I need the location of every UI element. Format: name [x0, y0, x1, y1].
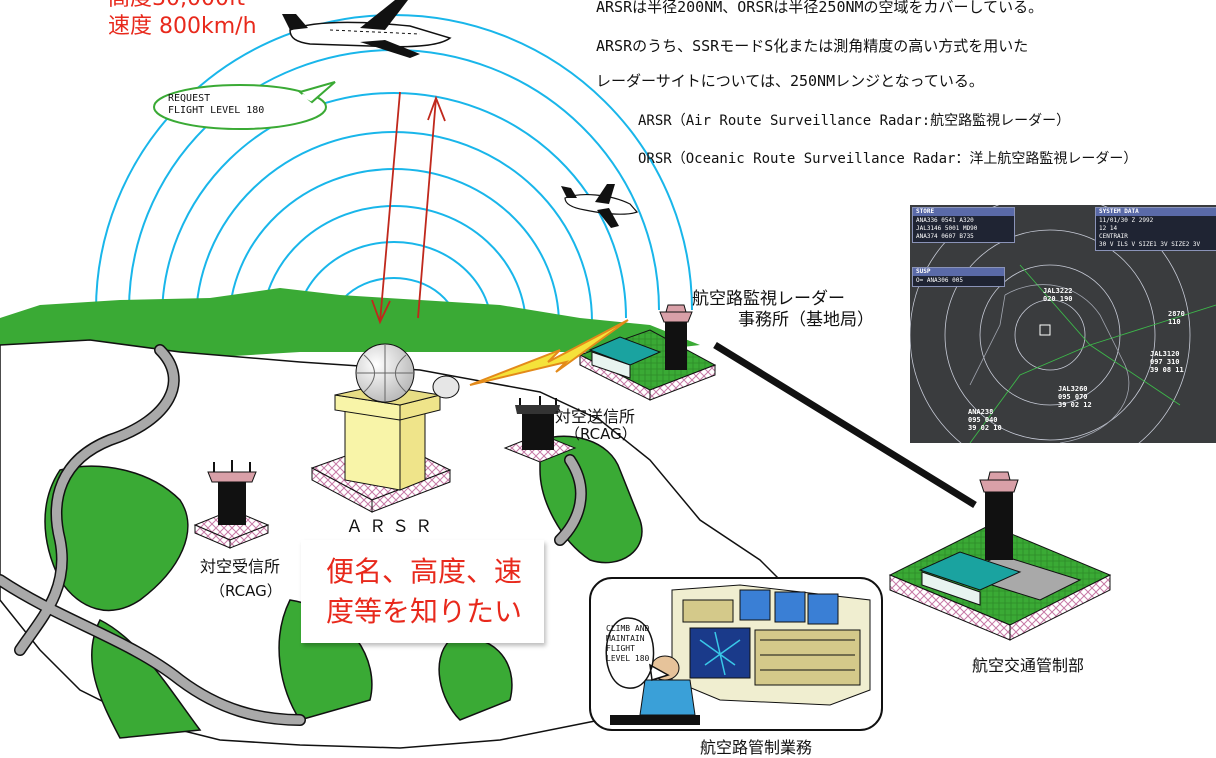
- orsr-definition: ORSR（Oceanic Route Surveillance Radar：洋上…: [638, 151, 1138, 167]
- data-link-line: [713, 342, 977, 508]
- airliner-icon: [282, 0, 452, 58]
- susp-row: O= ANA306 005: [916, 277, 963, 284]
- susp-panel-title: SUSP: [913, 268, 1004, 276]
- radar-signal-arrows: [371, 91, 446, 325]
- receiver-label: 対空受信所: [200, 557, 281, 576]
- radar-office-label-line-1: 航空路監視レーダー: [692, 289, 845, 309]
- system-controls: 30 V ILS V SIZE1 3V SIZE2 3V: [1099, 241, 1201, 248]
- small-aircraft-icon: [561, 184, 639, 228]
- store-row: JAL3146 5001 MD90: [916, 225, 978, 232]
- track-label: JAL3222 020 190: [1043, 287, 1073, 303]
- controller-workstation-panel: [589, 577, 883, 731]
- request-speech-bubble: [153, 81, 336, 130]
- aircraft-speed-label: 速度 800km/h: [108, 14, 257, 39]
- track-label: 2870 110: [1168, 310, 1185, 326]
- arsr-radar-building: [310, 343, 460, 513]
- store-row: ANA336 0541 A320: [916, 217, 974, 224]
- store-panel-title: STORE: [913, 208, 1014, 216]
- track-label: ANA238 095 040 39 02 10: [968, 408, 1002, 432]
- system-row: 12 14: [1099, 225, 1118, 232]
- description-block: ARSRは半径200NM、ORSRは半径250NMの空域をカバーしている。 AR…: [596, 0, 1216, 180]
- atc-department-label: 航空交通管制部: [972, 656, 1085, 675]
- atc-department-building: [888, 471, 1112, 641]
- store-row: ANA374 0607 B735: [916, 233, 974, 240]
- arsr-definition: ARSR（Air Route Surveillance Radar:航空路監視レ…: [638, 113, 1071, 129]
- controller-speech-line-3: FLIGHT: [606, 644, 635, 653]
- system-row: 11/01/30 Z 2992: [1099, 217, 1154, 224]
- description-line-3: レーダーサイトについては、250NMレンジとなっている。: [596, 72, 984, 90]
- transmitter-tower: [503, 396, 577, 463]
- receiver-code-label: （RCAG）: [210, 582, 282, 600]
- radar-scope: [910, 205, 1216, 443]
- controller-speech-line-1: CLIMB AND: [606, 624, 650, 633]
- request-line-2: FLIGHT LEVEL 180: [168, 105, 265, 116]
- controller-speech-bubble: [605, 617, 670, 689]
- radio-link-bolt: [469, 319, 629, 386]
- track-label: JAL3120 097 310 39 08 11: [1150, 350, 1184, 374]
- callout-box: [301, 540, 544, 643]
- transmitter-label: 対空送信所: [555, 407, 636, 426]
- track-label: JAL3260 095 070 39 02 12: [1058, 385, 1092, 409]
- request-line-1: REQUEST: [168, 93, 211, 104]
- transmitter-code-label: （RCAG）: [565, 425, 637, 443]
- radar-office-base-station: [578, 304, 717, 401]
- aircraft-altitude-label: 高度30,000ft: [108, 0, 245, 12]
- radar-display-screen: STORE ANA336 0541 A320 JAL3146 5001 MD90…: [910, 205, 1216, 443]
- store-panel: STORE ANA336 0541 A320 JAL3146 5001 MD90…: [912, 207, 1015, 243]
- receiver-tower: [193, 460, 270, 549]
- arsr-label: ＡＲＳＲ: [346, 517, 438, 537]
- description-line-1: ARSRは半径200NM、ORSRは半径250NMの空域をカバーしている。: [596, 0, 1044, 16]
- callout-text: 便名、高度、速度等を知りたい: [326, 555, 523, 628]
- controller-speech-line-4: LEVEL 180: [606, 654, 650, 663]
- radar-office-label-line-2: 事務所（基地局）: [738, 310, 874, 330]
- enroute-control-label: 航空路管制業務: [700, 738, 813, 757]
- controller-speech-line-2: MAINTAIN: [606, 634, 645, 643]
- susp-panel: SUSP O= ANA306 005: [912, 267, 1005, 287]
- system-panel-title: SYSTEM DATA: [1096, 208, 1216, 216]
- system-row: CENTRAIR: [1099, 233, 1128, 240]
- description-line-2: ARSRのうち、SSRモードS化または測角精度の高い方式を用いた: [596, 37, 1029, 55]
- system-data-panel: SYSTEM DATA 11/01/30 Z 2992 12 14 CENTRA…: [1095, 207, 1216, 251]
